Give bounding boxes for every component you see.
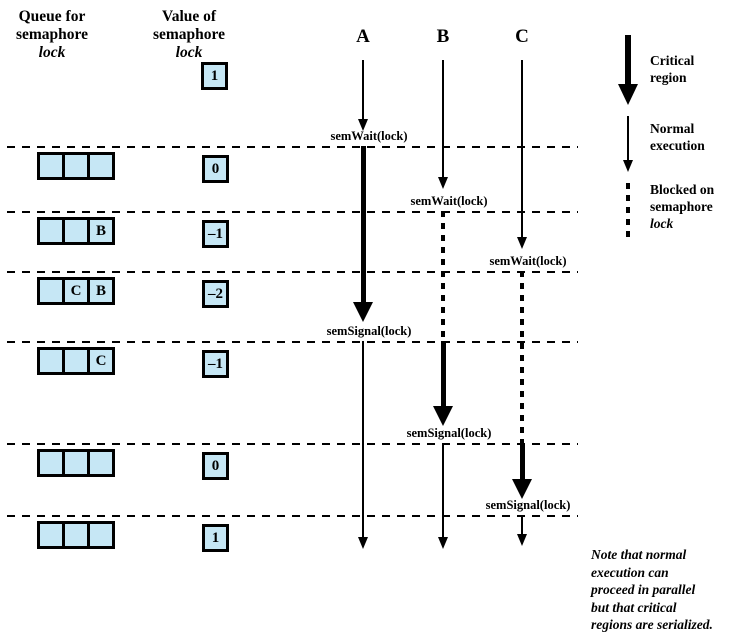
legend-blocked-label: Blocked on semaphore lock [650,181,714,232]
queue-cell [37,521,65,549]
queue-cell [37,152,65,180]
queue-cell [37,277,65,305]
critical-region-arrowhead-c [512,479,532,499]
queue-cell [62,449,90,477]
queue-cell: C [62,277,90,305]
value-column-header: Value of semaphore lock [141,8,237,62]
value-header-line2: semaphore [152,26,226,43]
event-label-semwait-lock-a: semWait(lock) [330,129,408,143]
queue-cell [37,449,65,477]
queue-row [37,521,115,549]
event-label-semwait-lock-c: semWait(lock) [489,254,567,268]
value-header-line1: Value of [161,8,217,25]
queue-header-line2: semaphore [15,26,89,43]
process-header-c: C [515,26,529,47]
event-label-semwait-lock-b: semWait(lock) [410,194,488,208]
process-header-a: A [356,26,370,47]
blocked-line-c [520,271,524,443]
queue-cell [62,347,90,375]
critical-region-arrow-icon [625,35,631,85]
legend-critical-label: Critical region [650,53,695,85]
queue-cell: B [87,277,115,305]
normal-execution-line-c [521,60,523,238]
queue-cell [62,521,90,549]
process-header-b: B [436,26,450,47]
semaphore-value: 0 [202,155,229,183]
semaphore-value: –1 [202,220,229,248]
figure-note: Note that normal execution can proceed i… [591,547,713,632]
legend-normal-label: Normal execution [650,121,705,153]
queue-cell: B [87,217,115,245]
normal-execution-arrowhead-b [438,177,448,189]
queue-cell [62,152,90,180]
semaphore-value: 0 [202,452,229,480]
timeline-separator [7,515,578,517]
normal-execution-line-a [362,341,364,538]
queue-row [37,152,115,180]
legend-blocked-lock-word: lock [650,216,674,231]
semaphore-value: –2 [202,280,229,308]
semaphore-value: 1 [202,524,229,552]
timeline-separator [7,146,578,148]
normal-execution-line-c [521,515,523,535]
normal-execution-arrowhead-a [358,119,368,131]
normal-execution-arrowhead-c [517,534,527,546]
normal-execution-arrowhead-a [358,537,368,549]
critical-region-line-b [440,341,446,408]
queue-cell [87,152,115,180]
event-label-semsignal-lock-a: semSignal(lock) [326,324,412,338]
normal-execution-arrowhead-b [438,537,448,549]
normal-execution-arrow-icon [627,116,629,161]
timeline-separator [7,443,578,445]
value-header-lock-word: lock [175,44,203,61]
queue-cell: C [87,347,115,375]
queue-cell [62,217,90,245]
queue-cell [37,217,65,245]
queue-cell [87,521,115,549]
initial-semaphore-value: 1 [201,62,228,90]
queue-row: C [37,347,115,375]
critical-region-arrowhead-b [433,406,453,426]
critical-region-line-a [360,146,366,304]
critical-region-arrowhead-icon [618,84,638,105]
legend-blocked-text: Blocked on semaphore [650,182,715,214]
blocked-dash-icon [626,183,630,241]
queue-cell [37,347,65,375]
normal-execution-line-a [362,60,364,120]
queue-cell [87,449,115,477]
blocked-line-b [441,211,445,341]
queue-column-header: Queue for semaphore lock [4,8,100,62]
timeline-separator [7,341,578,343]
timeline-separator [7,271,578,273]
normal-execution-line-b [442,60,444,178]
critical-region-line-c [519,443,525,481]
normal-execution-arrowhead-icon [623,160,633,172]
critical-region-arrowhead-a [353,302,373,322]
normal-execution-line-b [442,443,444,538]
event-label-semsignal-lock-b: semSignal(lock) [406,426,492,440]
semaphore-value: –1 [202,350,229,378]
queue-header-lock-word: lock [38,44,66,61]
normal-execution-arrowhead-c [517,237,527,249]
event-label-semsignal-lock-c: semSignal(lock) [485,498,571,512]
queue-row: B [37,217,115,245]
queue-row [37,449,115,477]
timeline-separator [7,211,578,213]
queue-header-line1: Queue for [18,8,86,25]
